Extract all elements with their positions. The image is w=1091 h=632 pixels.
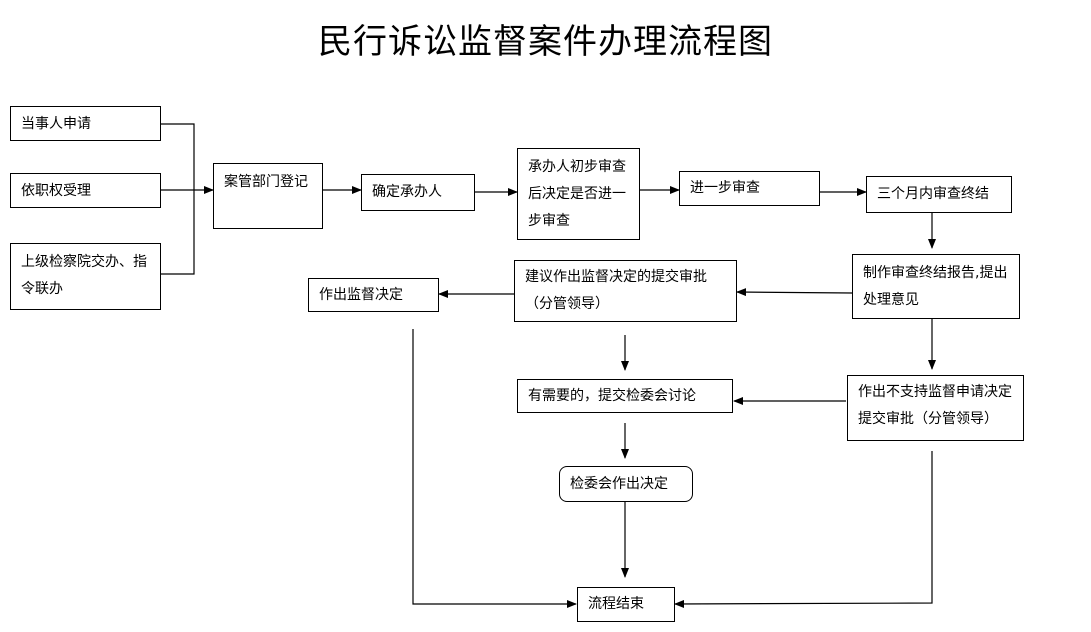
arrow-not-support-to-end <box>674 451 933 608</box>
node-ex-officio: 依职权受理 <box>10 173 161 208</box>
node-not-support: 作出不支持监督申请决定提交审批（分管领导） <box>847 375 1024 441</box>
node-suggest-supervision: 建议作出监督决定的提交审批（分管领导） <box>514 260 737 322</box>
node-assign-handler: 确定承办人 <box>361 174 475 211</box>
node-further-review: 进一步审查 <box>679 171 820 206</box>
node-case-registration: 案管部门登记 <box>213 163 323 229</box>
node-process-end: 流程结束 <box>577 587 675 622</box>
diagram-title: 民行诉讼监督案件办理流程图 <box>318 22 773 62</box>
connector-superior-assign <box>160 190 195 275</box>
arrow-make-supervision-to-end <box>412 329 577 608</box>
node-final-report: 制作审查终结报告,提出处理意见 <box>852 254 1020 319</box>
connector-party-apply <box>160 123 195 190</box>
node-superior-assign: 上级检察院交办、指令联办 <box>10 243 161 310</box>
node-committee-discussion: 有需要的，提交检委会讨论 <box>517 379 733 413</box>
node-initial-review: 承办人初步审查后决定是否进一步审查 <box>517 148 640 240</box>
node-three-month-end: 三个月内审查终结 <box>866 176 1012 213</box>
arrow-report-to-suggest <box>736 288 853 297</box>
node-make-supervision: 作出监督决定 <box>308 278 439 312</box>
node-committee-decision: 检委会作出决定 <box>559 466 693 502</box>
node-party-apply: 当事人申请 <box>10 106 161 141</box>
